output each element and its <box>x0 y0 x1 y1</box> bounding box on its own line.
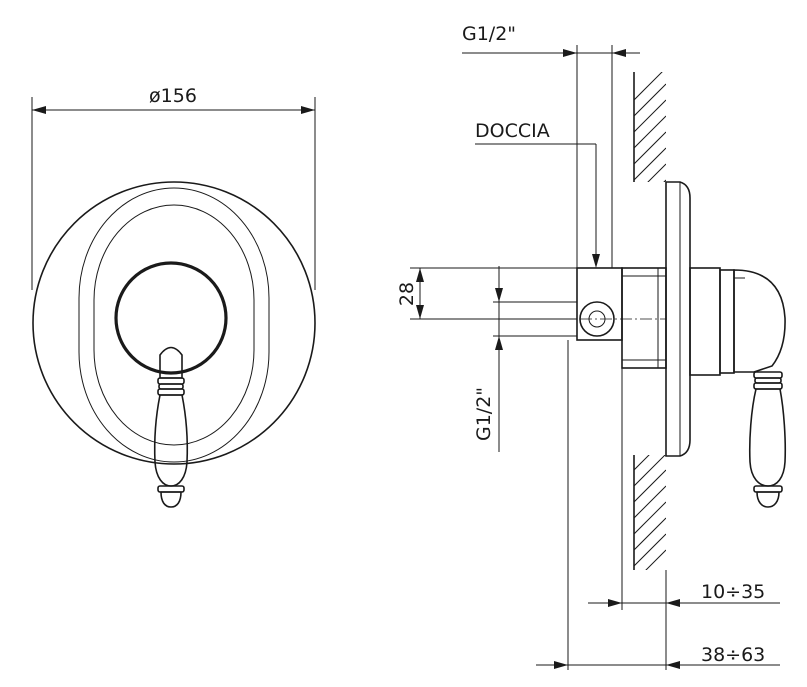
lever-handle-profile <box>689 267 787 508</box>
plate-relief-inner <box>93 204 255 446</box>
valve-body <box>576 267 667 369</box>
depth-max-label: 38÷63 <box>701 644 765 666</box>
diameter-dimension: ø156 <box>31 85 316 290</box>
front-view: ø156 <box>31 85 316 508</box>
thread-side-dimension: G1/2" <box>473 266 577 452</box>
thread-top-label: G1/2" <box>462 23 516 45</box>
depth-dimensions: 10÷35 38÷63 <box>536 340 780 670</box>
depth-min-label: 10÷35 <box>701 581 765 603</box>
wall <box>633 72 666 570</box>
thread-side-label: G1/2" <box>473 387 495 441</box>
outlet-leader: DOCCIA <box>475 120 600 268</box>
diameter-label: ø156 <box>149 85 197 107</box>
cover-plate-profile <box>665 181 691 457</box>
plate-relief-outer <box>78 187 270 463</box>
thread-top-dimension: G1/2" <box>462 23 640 268</box>
side-view: G1/2" DOCCIA <box>396 23 787 670</box>
lever-handle-front <box>153 346 189 508</box>
height-dimension: 28 <box>396 267 577 320</box>
height-label: 28 <box>396 282 418 306</box>
lever-hub-ring <box>114 261 228 375</box>
cover-plate <box>32 181 316 465</box>
outlet-label: DOCCIA <box>475 120 550 142</box>
